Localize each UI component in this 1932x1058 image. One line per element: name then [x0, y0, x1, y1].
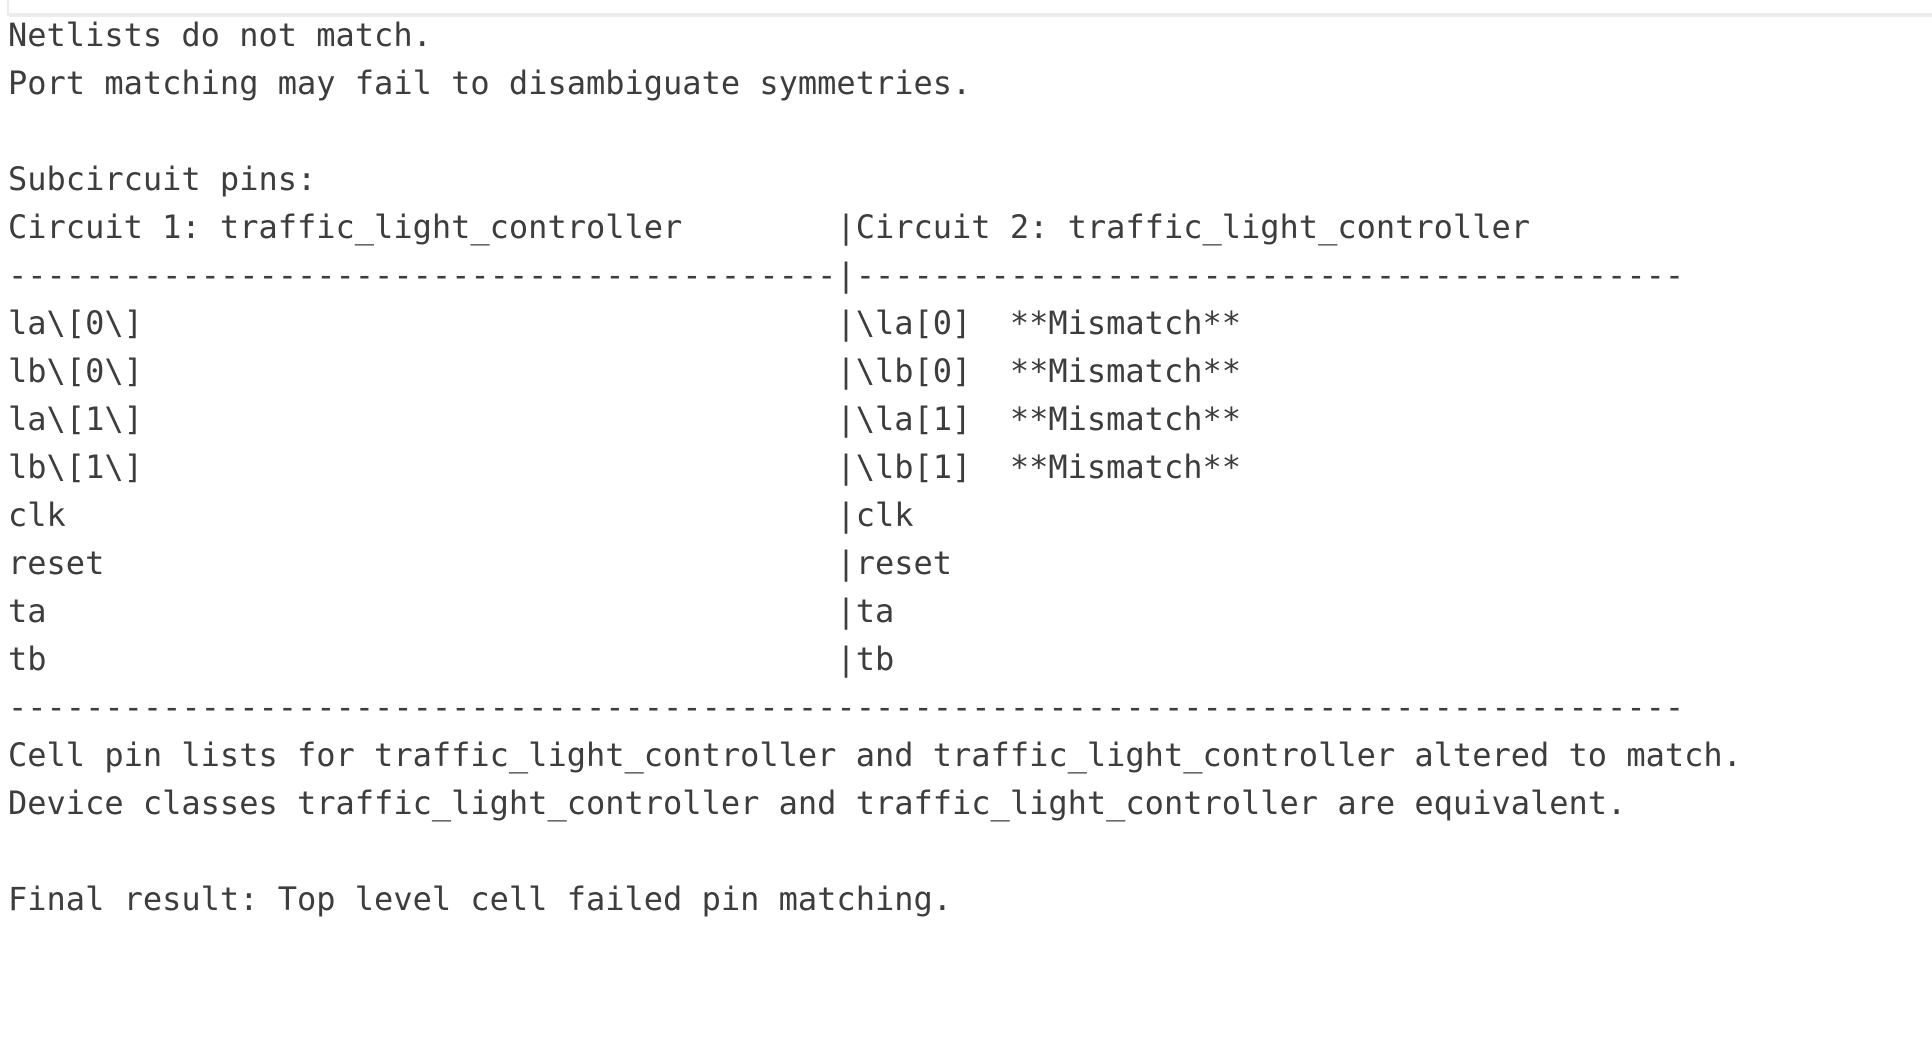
netgen-lvs-report-output: Netlists do not match. Port matching may…: [8, 16, 1742, 918]
scrolled-box-bottom-edge: [7, 0, 1932, 17]
